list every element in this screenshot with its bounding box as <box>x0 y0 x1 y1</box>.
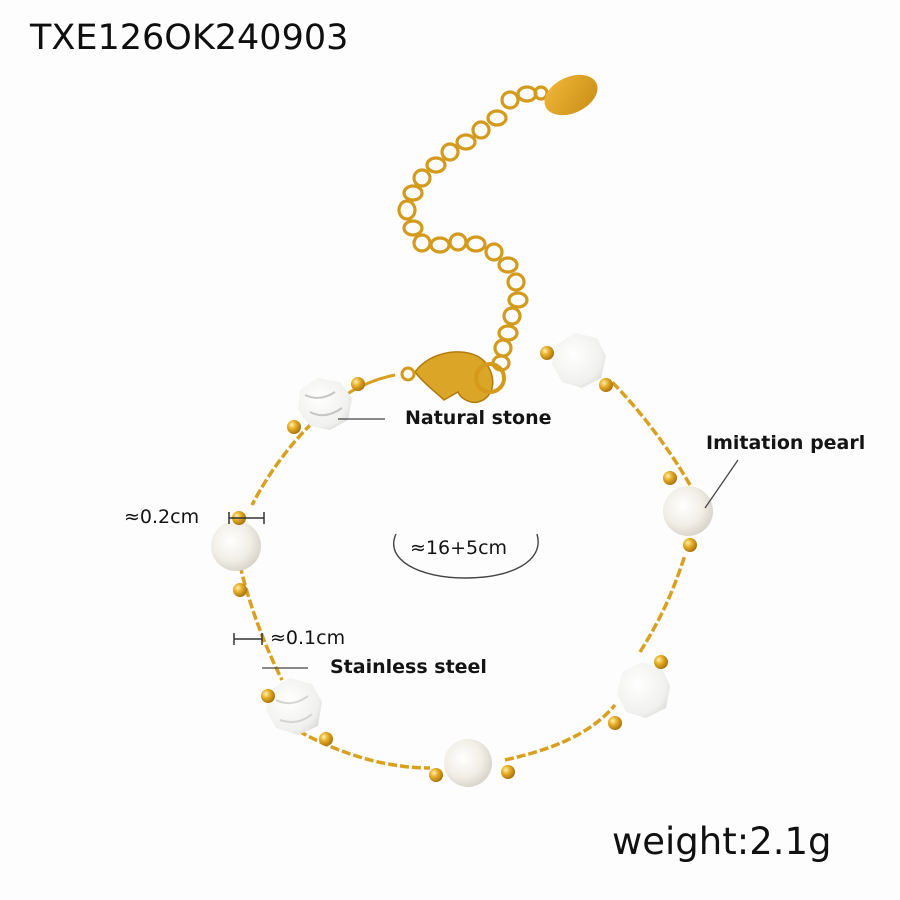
label-natural-stone: Natural stone <box>405 407 552 429</box>
natural-stone-beads <box>266 333 670 735</box>
annotation-leader-lines <box>262 418 739 669</box>
imitation-pearl-beads <box>211 486 713 787</box>
dimension-markers <box>228 512 265 645</box>
main-chain <box>238 378 692 770</box>
extender-chain <box>397 85 549 372</box>
product-sku-title: TXE126OK240903 <box>30 18 349 58</box>
gold-spacer-beads <box>232 346 697 782</box>
label-bead-size: ≈0.2cm <box>124 506 200 528</box>
label-stainless-steel: Stainless steel <box>330 656 487 678</box>
length-arc <box>393 533 539 579</box>
label-imitation-pearl: Imitation pearl <box>706 432 866 454</box>
lobster-clasp <box>400 351 506 404</box>
weight-label: weight:2.1g <box>612 820 832 863</box>
label-chain-width: ≈0.1cm <box>270 627 346 649</box>
logo-tag <box>544 74 598 116</box>
label-length: ≈16+5cm <box>410 537 508 559</box>
